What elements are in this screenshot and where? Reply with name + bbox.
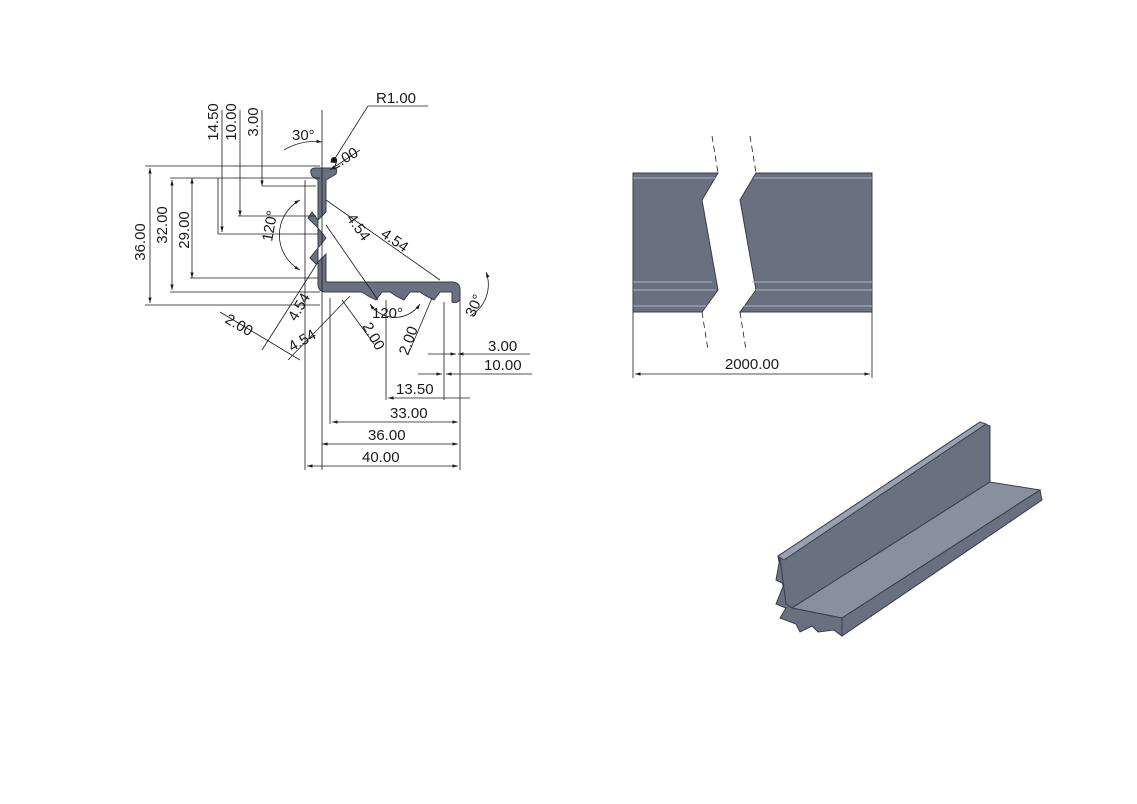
side-view: 2000.00 (632, 135, 873, 378)
radius-label: R1.00 (376, 90, 416, 107)
slot-4-54-a: 4.54 (343, 211, 374, 245)
dim-40-00-horizontal: 40.00 (362, 449, 400, 466)
slot-4-54-d: 4.54 (286, 326, 320, 355)
dim-13-50-horizontal: 13.50 (396, 381, 434, 398)
dim-10-00-vertical: 10.00 (223, 103, 240, 141)
dim-3-00-horizontal: 3.00 (488, 338, 517, 355)
side-view-right-part (739, 172, 873, 313)
dim-length-2000: 2000.00 (725, 356, 779, 373)
dim-10-00-horizontal: 10.00 (484, 357, 522, 374)
isometric-view (775, 421, 1043, 637)
dim-3-00-vertical: 3.00 (245, 107, 262, 136)
angle-30-right: 30° (462, 292, 487, 320)
slot-4-54-b: 4.54 (378, 225, 412, 256)
dim-2-00-top: 2.00 (328, 144, 362, 173)
slot-4-54-c: 4.54 (285, 290, 314, 324)
dim-36-00-vertical: 36.00 (132, 223, 149, 261)
dim-2-00-bottom-a: 2.00 (359, 320, 388, 354)
dim-2-00-bottom-b: 2.00 (396, 324, 422, 357)
iso-end-teeth (775, 557, 843, 637)
dim-33-00-horizontal: 33.00 (390, 405, 428, 422)
iso-wall-top-edge (777, 421, 988, 561)
angle-120-upper: 120° (259, 209, 281, 243)
angle-30-top: 30° (292, 127, 315, 144)
section-view: 36.00 32.00 29.00 14.50 10.00 3.00 R1.00… (132, 90, 532, 470)
angle-120-lower: 120° (372, 305, 403, 322)
dim-29-00-vertical: 29.00 (176, 211, 193, 249)
dim-32-00-vertical: 32.00 (154, 206, 171, 244)
dim-36-00-horizontal: 36.00 (368, 427, 406, 444)
side-view-left-part (632, 172, 719, 313)
dim-2-00-left: 2.00 (222, 311, 256, 340)
dim-14-50-vertical: 14.50 (205, 103, 222, 141)
